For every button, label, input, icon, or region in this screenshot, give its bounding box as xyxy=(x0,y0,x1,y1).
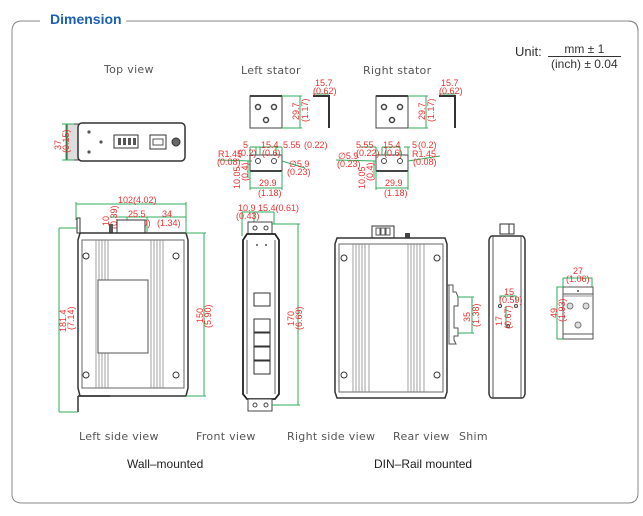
left-stator-hole-dia-inch: (0.23) xyxy=(287,167,311,177)
right-stator-radius-inch: (0.08) xyxy=(413,157,437,167)
right-stator-drawing: 29.7 (1.17) 15.7 (0.62) 5.55 (0.22) 15.4… xyxy=(335,78,463,198)
rear-view-label: Rear view xyxy=(393,430,450,443)
rear-view-drawing: 15 (0.59) 17 (0.67) xyxy=(488,223,526,399)
right-side-view-label: Right side view xyxy=(287,430,376,443)
left-stator-radius-inch: (0.08) xyxy=(217,157,241,167)
left-stator-right-offset-inch: (0.22) xyxy=(304,140,328,150)
rear-view-hole-spacing-inch: (0.59) xyxy=(499,295,523,305)
left-side-body-height-inch: (5.90) xyxy=(203,304,213,328)
left-side-total-height: 181.4 xyxy=(58,309,68,332)
top-view-drawing: 37 (0.15) xyxy=(53,122,186,162)
rear-view-hole-height-inch: (0.67) xyxy=(503,305,513,329)
left-side-view-drawing: 102(4.02) 10 (0.39) 25.5 (1.00) 34 (1.34… xyxy=(58,195,213,413)
left-side-connector-height-inch: (0.39) xyxy=(109,205,119,229)
right-side-view-drawing: 35 (1.38) xyxy=(334,225,481,399)
front-view-hole-spacing: 15.4(0.61) xyxy=(258,203,299,213)
right-stator-flange-inch: (0.62) xyxy=(439,86,463,96)
front-view-edge: 10.9 xyxy=(238,203,256,213)
top-view-depth-label: 37 xyxy=(53,140,63,150)
right-stator-right-offset-inch: (0.2) xyxy=(418,140,437,150)
rear-view-hole-height: 17 xyxy=(494,316,504,326)
left-stator-left-offset-inch: (0.2) xyxy=(238,148,257,158)
shim-width-inch: (1.06) xyxy=(566,274,590,284)
right-side-rail: 35 xyxy=(462,312,472,322)
left-stator-hole-height-inch: (0.4) xyxy=(240,162,250,181)
left-stator-radius: R1.45 xyxy=(218,149,242,159)
right-stator-hole-spacing-inch: (0.6) xyxy=(384,148,403,158)
shim-label: Shim xyxy=(459,430,488,443)
unit-numerator: mm ± 1 xyxy=(548,42,621,57)
left-side-view-label: Left side view xyxy=(79,430,159,443)
left-stator-height-inch: (1.17) xyxy=(300,98,310,122)
din-rail-mounted-label: DIN–Rail mounted xyxy=(374,457,473,471)
left-side-total-width: 102(4.02) xyxy=(118,195,157,205)
rear-view-hole-spacing: 15 xyxy=(504,287,514,297)
right-stator-radius: R1.45 xyxy=(412,149,436,159)
left-stator-left-offset: 5 xyxy=(243,140,248,150)
right-stator-height: 29.7 xyxy=(417,102,427,120)
right-stator-hole-dia: ∅5.9 xyxy=(338,151,358,161)
unit-label: Unit: xyxy=(515,44,542,59)
right-stator-left-offset-inch: (0.22) xyxy=(356,148,380,158)
left-stator-right-offset: 5.55 xyxy=(283,140,301,150)
front-view-height: 170 xyxy=(286,311,296,326)
left-stator-hole-spacing-inch: (0.6) xyxy=(262,148,281,158)
right-stator-hole-spacing: 15.4 xyxy=(383,140,401,150)
left-stator-flange: 15.7 xyxy=(315,78,333,88)
top-view-depth-inch: (0.15) xyxy=(61,129,71,153)
left-stator-hole-height: 10.05 xyxy=(232,166,242,189)
right-stator-label: Right stator xyxy=(363,64,432,77)
right-stator-hole-height: 10.05 xyxy=(357,166,367,189)
right-stator-flange: 15.7 xyxy=(441,78,459,88)
left-side-connector-height: 10 xyxy=(101,216,111,226)
front-view-label: Front view xyxy=(196,430,256,443)
left-stator-width: 29.9 xyxy=(259,178,277,188)
left-stator-width-inch: (1.18) xyxy=(258,188,282,198)
front-view-height-inch: (6.69) xyxy=(294,306,304,330)
wall-mounted-label: Wall–mounted xyxy=(127,457,204,471)
left-side-connector-width: 25.5 xyxy=(128,209,146,219)
front-view-edge-inch: (0.43) xyxy=(236,211,260,221)
shim-height: 49 xyxy=(549,308,559,318)
right-stator-height-inch: (1.17) xyxy=(426,98,436,122)
left-stator-height: 29.7 xyxy=(291,102,301,120)
left-stator-flange-inch: (0.62) xyxy=(313,86,337,96)
shim-height-inch: (1.93) xyxy=(557,298,567,322)
left-side-offset: 34 xyxy=(162,209,172,219)
unit-fraction: mm ± 1 (inch) ± 0.04 xyxy=(548,42,621,71)
shim-drawing: 27 (1.06) 49 (1.93) xyxy=(549,266,594,340)
left-stator-hole-dia: ∅5.9 xyxy=(289,159,309,169)
left-side-offset-inch: (1.34) xyxy=(157,218,181,228)
top-view-label: Top view xyxy=(104,63,154,76)
front-view-drawing: 10.9 (0.43) 15.4(0.61) 170 (6.69) xyxy=(236,203,304,412)
section-title: Dimension xyxy=(46,11,126,27)
right-stator-hole-dia-inch: (0.23) xyxy=(337,159,361,169)
right-stator-width: 29.9 xyxy=(385,178,403,188)
shim-width: 27 xyxy=(573,266,583,276)
right-stator-left-offset: 5.55 xyxy=(356,140,374,150)
left-side-body-height: 150 xyxy=(195,308,205,323)
right-side-rail-inch: (1.38) xyxy=(471,303,481,327)
left-stator-hole-spacing: 15.4 xyxy=(261,140,279,150)
right-stator-hole-height-inch: (0.4) xyxy=(365,162,375,181)
right-stator-right-offset: 5 xyxy=(412,140,417,150)
unit-denominator: (inch) ± 0.04 xyxy=(551,57,618,71)
left-stator-label: Left stator xyxy=(241,64,301,77)
left-stator-drawing: 29.7 (1.17) 15.7 (0.62) 5 (0.2) 15.4 (0.… xyxy=(217,78,337,198)
left-side-total-height-inch: (7.14) xyxy=(66,306,76,330)
right-stator-width-inch: (1.18) xyxy=(384,188,408,198)
